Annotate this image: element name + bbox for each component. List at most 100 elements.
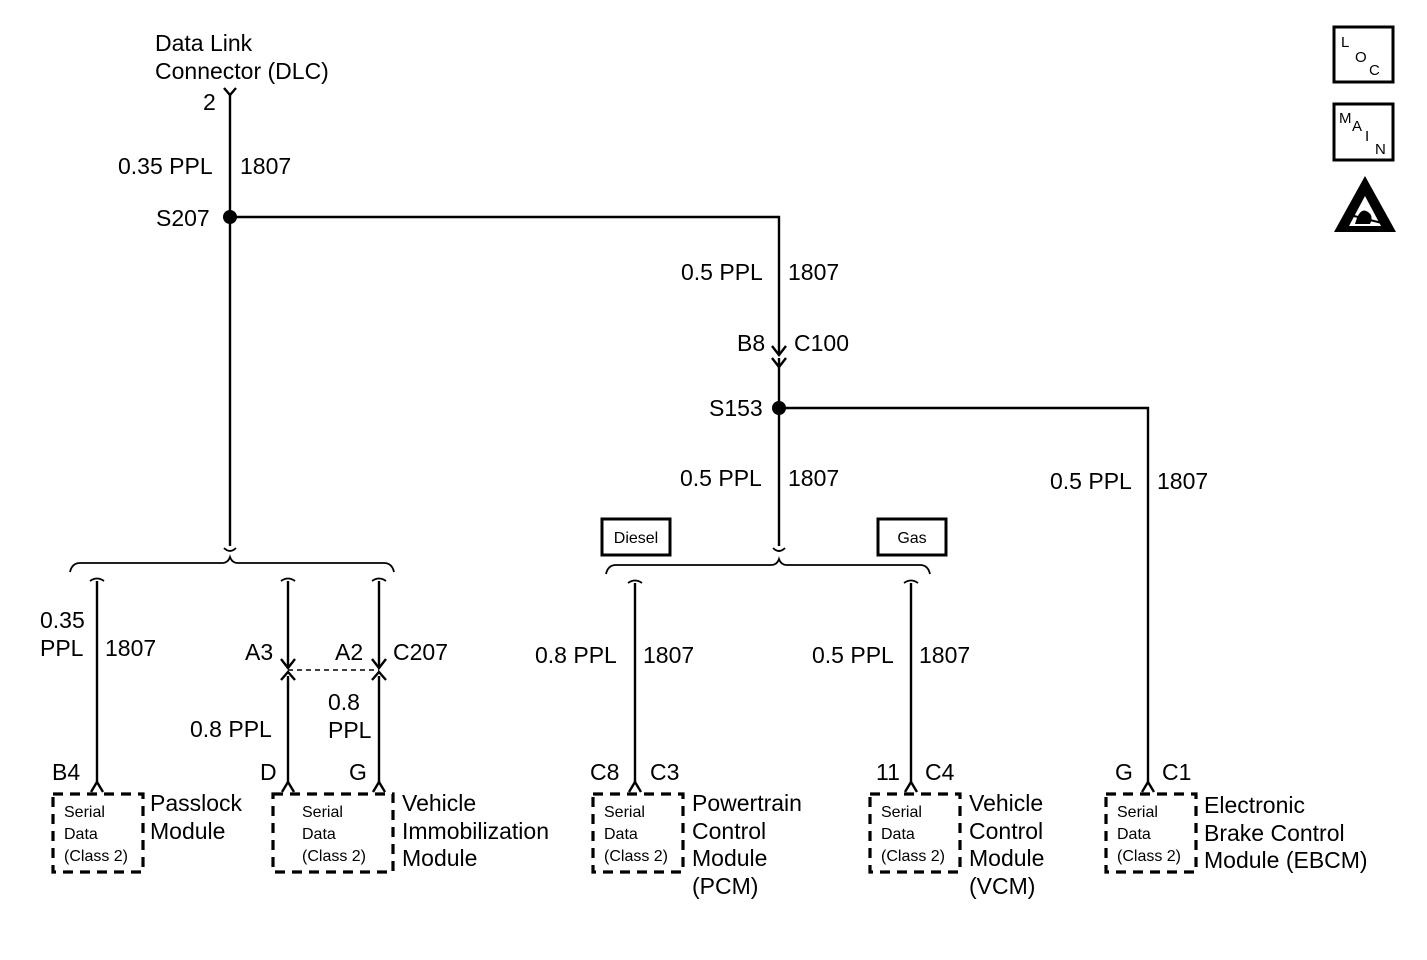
wire-s207-c100-circuit: 1807: [788, 259, 839, 285]
loc-icon-o: O: [1355, 49, 1367, 66]
serial-box-line1: Serial: [302, 804, 343, 821]
wire-immob-g-gauge-line2: PPL: [328, 717, 372, 743]
c100-pin: B8: [737, 330, 765, 356]
pcm-name-line4: (PCM): [692, 873, 758, 899]
passlock-pin: B4: [52, 759, 80, 785]
wire-top-gauge: 0.35 PPL: [118, 153, 213, 179]
splice-s153-label: S153: [709, 395, 763, 421]
pcm-serial-box: Serial Data (Class 2): [591, 792, 685, 874]
wire-ebcm-circuit: 1807: [1157, 468, 1208, 494]
immob-g-terminal: [371, 779, 387, 793]
dlc-label-line2: Connector (DLC): [155, 58, 329, 84]
brace-right: [605, 556, 931, 575]
main-icon-n: N: [1375, 141, 1386, 158]
splice-s207-label: S207: [156, 205, 210, 231]
immob-name-line1: Vehicle: [402, 790, 476, 816]
diesel-tag-label: Diesel: [614, 530, 658, 547]
wire-passlock-gauge-line1: 0.35: [40, 607, 85, 633]
pcm-name-line2: Control: [692, 818, 766, 844]
pcm-name-line3: Module: [692, 845, 767, 871]
main-icon-m: M: [1339, 110, 1352, 127]
gas-tag-label: Gas: [897, 530, 926, 547]
immob-serial-box: Serial Data (Class 2): [271, 792, 395, 874]
ebcm-pin: G: [1115, 759, 1133, 785]
vcm-name-line3: Module: [969, 845, 1044, 871]
pcm-connector: C3: [650, 759, 679, 785]
ebcm-name-line2: Brake Control: [1204, 820, 1345, 846]
pcm-wire-cap: [627, 579, 643, 584]
wire-pcm-circuit: 1807: [643, 642, 694, 668]
serial-box-line1: Serial: [1117, 804, 1158, 821]
serial-box-line3: (Class 2): [604, 848, 668, 865]
vcm-name-line2: Control: [969, 818, 1043, 844]
serial-box-line1: Serial: [881, 804, 922, 821]
passlock-name-line1: Passlock: [150, 790, 243, 816]
serial-box-line3: (Class 2): [64, 848, 128, 865]
ebcm-terminal: [1140, 779, 1156, 793]
wire-s207-c100-gauge: 0.5 PPL: [681, 259, 763, 285]
vcm-wire-cap: [903, 579, 919, 584]
wire-passlock-circuit: 1807: [105, 635, 156, 661]
c207-pin-a3: A3: [245, 639, 273, 665]
c207-a3-arrow: [280, 658, 296, 670]
serial-box-line3: (Class 2): [1117, 848, 1181, 865]
wire-s207-to-c100: [230, 215, 781, 355]
ebcm-connector: C1: [1162, 759, 1191, 785]
loc-icon[interactable]: L O C: [1332, 25, 1395, 84]
wire-pcm-gauge: 0.8 PPL: [535, 642, 617, 668]
serial-box-line2: Data: [64, 826, 98, 843]
wire-vcm-circuit: 1807: [919, 642, 970, 668]
wire-passlock-gauge-line2: PPL: [40, 635, 84, 661]
loc-icon-l: L: [1341, 34, 1349, 51]
main-icon-i: I: [1365, 128, 1369, 145]
c100-arrow-top: [771, 345, 787, 357]
wire-immob-g-gauge-line1: 0.8: [328, 689, 360, 715]
pcm-name-line1: Powertrain: [692, 790, 802, 816]
c207-a3-receptacle: [280, 670, 296, 681]
passlock-name-line2: Module: [150, 818, 225, 844]
passlock-serial-box: Serial Data (Class 2): [51, 792, 145, 874]
c207-a2-receptacle: [371, 670, 387, 681]
serial-box-line2: Data: [1117, 826, 1151, 843]
immob-g-wire-cap: [371, 577, 387, 582]
ebcm-name-line1: Electronic: [1204, 792, 1305, 818]
loc-icon-c: C: [1369, 62, 1380, 79]
c100-name: C100: [794, 330, 849, 356]
vcm-name-line4: (VCM): [969, 873, 1035, 899]
serial-box-line1: Serial: [604, 804, 645, 821]
c207-a2-arrow: [371, 658, 387, 670]
pcm-terminal: [627, 779, 643, 793]
serial-box-line2: Data: [302, 826, 336, 843]
wire-immob-d-gauge: 0.8 PPL: [190, 716, 272, 742]
immob-pin-d: D: [260, 759, 277, 785]
brace-left-top-cap: [223, 547, 237, 552]
wire-s153-to-ebcm: [779, 406, 1150, 782]
immob-d-wire-cap: [280, 577, 296, 582]
serial-box-line1: Serial: [64, 804, 105, 821]
dlc-pin: 2: [203, 89, 216, 115]
wire-vcm-gauge: 0.5 PPL: [812, 642, 894, 668]
immob-pin-g: G: [349, 759, 367, 785]
main-icon-a: A: [1352, 118, 1362, 135]
dlc-label-line1: Data Link: [155, 30, 253, 56]
immob-name-line2: Immobilization: [402, 818, 549, 844]
diesel-tag: [600, 517, 672, 557]
serial-box-line3: (Class 2): [881, 848, 945, 865]
gas-tag: [876, 517, 948, 557]
immob-d-terminal: [280, 779, 296, 793]
wire-s153-down-circuit: 1807: [788, 465, 839, 491]
c207-name: C207: [393, 639, 448, 665]
brace-left: [69, 554, 395, 573]
ebcm-serial-box: Serial Data (Class 2): [1104, 792, 1198, 874]
wire-top-circuit: 1807: [240, 153, 291, 179]
vcm-terminal: [903, 779, 919, 793]
wire-s153-down-gauge: 0.5 PPL: [680, 465, 762, 491]
main-icon[interactable]: M A I N: [1332, 102, 1395, 162]
vcm-serial-box: Serial Data (Class 2): [868, 792, 962, 874]
esd-warning-icon[interactable]: [1334, 176, 1396, 232]
serial-box-line2: Data: [604, 826, 638, 843]
wire-ebcm-gauge: 0.5 PPL: [1050, 468, 1132, 494]
dlc-terminal: [223, 87, 237, 97]
passlock-wire-cap: [89, 577, 105, 582]
